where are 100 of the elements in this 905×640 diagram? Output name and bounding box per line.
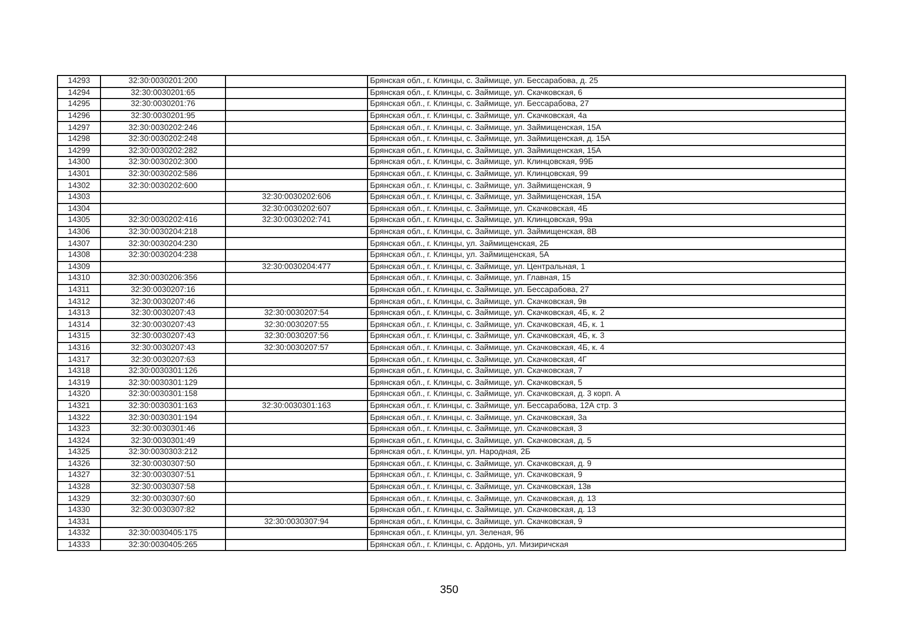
table-cell: 32:30:0030204:477: [226, 261, 368, 273]
table-cell: Брянская обл., г. Клинцы, с. Займище, ул. Займищенская, 9: [368, 180, 846, 192]
table-cell: 14303: [58, 191, 100, 204]
table-cell: Брянская обл., г. Клинцы, с. Займище, ул. Скачковская, 6: [368, 87, 846, 99]
table-cell: Брянская обл., г. Клинцы, с. Займище, ул. Скачковская, 7: [368, 365, 846, 377]
table-cell: 32:30:0030207:55: [226, 318, 368, 331]
table-cell: 14330: [58, 504, 100, 516]
table-cell: Брянская обл., г. Клинцы, с. Займище, ул. Скачковская, 4а: [368, 110, 846, 122]
table-cell: Брянская обл., г. Клинцы, с. Займище, ул. Займищенская, д. 15А: [368, 133, 846, 146]
table-cell: 14293: [58, 76, 100, 88]
table-cell: 14321: [58, 400, 100, 412]
table-cell: 14331: [58, 516, 100, 528]
table-cell: 14295: [58, 98, 100, 110]
table-cell: 14304: [58, 203, 100, 215]
table-cell: Брянская обл., г. Клинцы, с. Займище, ул. Скачковская, д. 13: [368, 492, 846, 504]
table-cell: 32:30:0030307:94: [226, 516, 368, 528]
table-cell: 32:30:0030201:76: [100, 98, 226, 110]
table-cell: 32:30:0030207:57: [226, 342, 368, 354]
table-cell: Брянская обл., г. Клинцы, с. Займище, ул. Займищенская, 15А: [368, 191, 846, 204]
table-cell: 32:30:0030207:54: [226, 307, 368, 319]
table-cell: 14311: [58, 284, 100, 296]
table-cell: 32:30:0030202:282: [100, 145, 226, 157]
table-cell: Брянская обл., г. Клинцы, с. Займище, ул. Скачковская, 4Б, к. 4: [368, 342, 846, 354]
table-cell: 32:30:0030301:126: [100, 365, 226, 377]
table-cell: Брянская обл., г. Клинцы, с. Займище, ул. Бессарабова, 27: [368, 284, 846, 296]
table-cell: 32:30:0030207:43: [100, 307, 226, 319]
table-cell: 14312: [58, 296, 100, 308]
table-cell: 32:30:0030301:46: [100, 423, 226, 435]
table-cell: Брянская обл., г. Клинцы, с. Займище, ул. Клинцовская, 99а: [368, 214, 846, 226]
table-cell: 32:30:0030204:218: [100, 226, 226, 238]
table-cell: 32:30:0030202:741: [226, 214, 368, 226]
table-cell: 14300: [58, 156, 100, 168]
table-cell: 14294: [58, 87, 100, 99]
table-cell: Брянская обл., г. Клинцы, с. Займище, ул. Скачковская, 4Б, к. 3: [368, 330, 846, 342]
table-cell: Брянская обл., г. Клинцы, с. Займище, ул. Скачковская, д. 3 корп. А: [368, 388, 846, 400]
table-cell: Брянская обл., г. Клинцы, с. Займище, ул. Бессарабова, 27: [368, 98, 846, 110]
table-cell: Брянская обл., г. Клинцы, с. Займище, ул. Скачковская, 4Г: [368, 354, 846, 366]
table-cell: 14318: [58, 365, 100, 377]
table-cell: Брянская обл., г. Клинцы, с. Займище, ул. Займищенская, 8В: [368, 226, 846, 238]
table-cell: Брянская обл., г. Клинцы, с. Ардонь, ул. Мизиричская: [368, 539, 846, 551]
table-cell: 14305: [58, 214, 100, 226]
table-cell: 14309: [58, 261, 100, 273]
page-number: 350: [440, 584, 458, 596]
table-cell: Брянская обл., г. Клинцы, ул. Займищенская, 2Б: [368, 238, 846, 250]
table-cell: Брянская обл., г. Клинцы, с. Займище, ул. Займищенская, 15А: [368, 122, 846, 134]
table-cell: 14302: [58, 180, 100, 192]
table-cell: 32:30:0030202:246: [100, 122, 226, 134]
table-cell: 32:30:0030206:356: [100, 272, 226, 284]
table-cell: 32:30:0030405:265: [100, 539, 226, 551]
table-cell: 32:30:0030201:95: [100, 110, 226, 122]
table-cell: 14296: [58, 110, 100, 122]
table-cell: Брянская обл., г. Клинцы, с. Займище, ул. Скачковская, 9: [368, 516, 846, 528]
table-cell: 32:30:0030202:600: [100, 180, 226, 192]
table-cell: 32:30:0030202:300: [100, 156, 226, 168]
table-cell: Брянская обл., г. Клинцы, с. Займище, ул. Скачковская, 3а: [368, 412, 846, 424]
table-cell: 14325: [58, 446, 100, 458]
table-cell: Брянская обл., г. Клинцы, с. Займище, ул. Бессарабова, д. 25: [368, 76, 846, 88]
table-cell: 32:30:0030202:416: [100, 214, 226, 226]
table-cell: 14308: [58, 249, 100, 261]
table-cell: 32:30:0030307:50: [100, 458, 226, 470]
table-cell: Брянская обл., г. Клинцы, с. Займище, ул. Скачковская, 9в: [368, 296, 846, 308]
table-cell: 14319: [58, 376, 100, 389]
table-cell: 14298: [58, 133, 100, 146]
table-cell: 14329: [58, 492, 100, 504]
table-cell: 14323: [58, 423, 100, 435]
table-cell: Брянская обл., г. Клинцы, с. Займище, ул. Клинцовская, 99: [368, 168, 846, 180]
table-cell: Брянская обл., г. Клинцы, с. Займище, ул. Скачковская, 4Б, к. 1: [368, 318, 846, 331]
table-cell: 32:30:0030301:163: [100, 400, 226, 412]
table-cell: 32:30:0030207:46: [100, 296, 226, 308]
table-cell: 32:30:0030202:606: [226, 191, 368, 204]
table-cell: 32:30:0030202:607: [226, 203, 368, 215]
table-cell: 14317: [58, 354, 100, 366]
table-cell: 32:30:0030202:586: [100, 168, 226, 180]
table-cell: 32:30:0030207:43: [100, 318, 226, 331]
table-cell: 14326: [58, 458, 100, 470]
table-cell: 32:30:0030301:129: [100, 376, 226, 389]
table-cell: 32:30:0030202:248: [100, 133, 226, 146]
table-cell: Брянская обл., г. Клинцы, с. Займище, ул. Скачковская, д. 13: [368, 504, 846, 516]
table-cell: Брянская обл., г. Клинцы, с. Займище, ул. Скачковская, 9: [368, 470, 846, 482]
table-cell: 32:30:0030207:16: [100, 284, 226, 296]
table-cell: 32:30:0030301:158: [100, 388, 226, 400]
table-cell: Брянская обл., г. Клинцы, с. Займище, ул. Скачковская, 4Б, к. 2: [368, 307, 846, 319]
table-cell: 32:30:0030307:58: [100, 481, 226, 493]
table-cell: Брянская обл., г. Клинцы, с. Займище, ул. Займищенская, 15А: [368, 145, 846, 157]
table-cell: 32:30:0030307:82: [100, 504, 226, 516]
table-cell: 14316: [58, 342, 100, 354]
table-cell: 14306: [58, 226, 100, 238]
table-cell: 32:30:0030307:51: [100, 470, 226, 482]
table-cell: 32:30:0030204:230: [100, 238, 226, 250]
table-cell: 32:30:0030207:43: [100, 342, 226, 354]
table-cell: 32:30:0030303:212: [100, 446, 226, 458]
table-cell: Брянская обл., г. Клинцы, ул. Народная, 2Б: [368, 446, 846, 458]
table-cell: 14307: [58, 238, 100, 250]
table-cell: Брянская обл., г. Клинцы, с. Займище, ул. Скачковская, 3: [368, 423, 846, 435]
table-cell: 32:30:0030201:65: [100, 87, 226, 99]
table-cell: 14313: [58, 307, 100, 319]
table-cell: 14320: [58, 388, 100, 400]
table-cell: 14333: [58, 539, 100, 551]
table-cell: 14327: [58, 470, 100, 482]
table-cell: 32:30:0030301:49: [100, 434, 226, 446]
